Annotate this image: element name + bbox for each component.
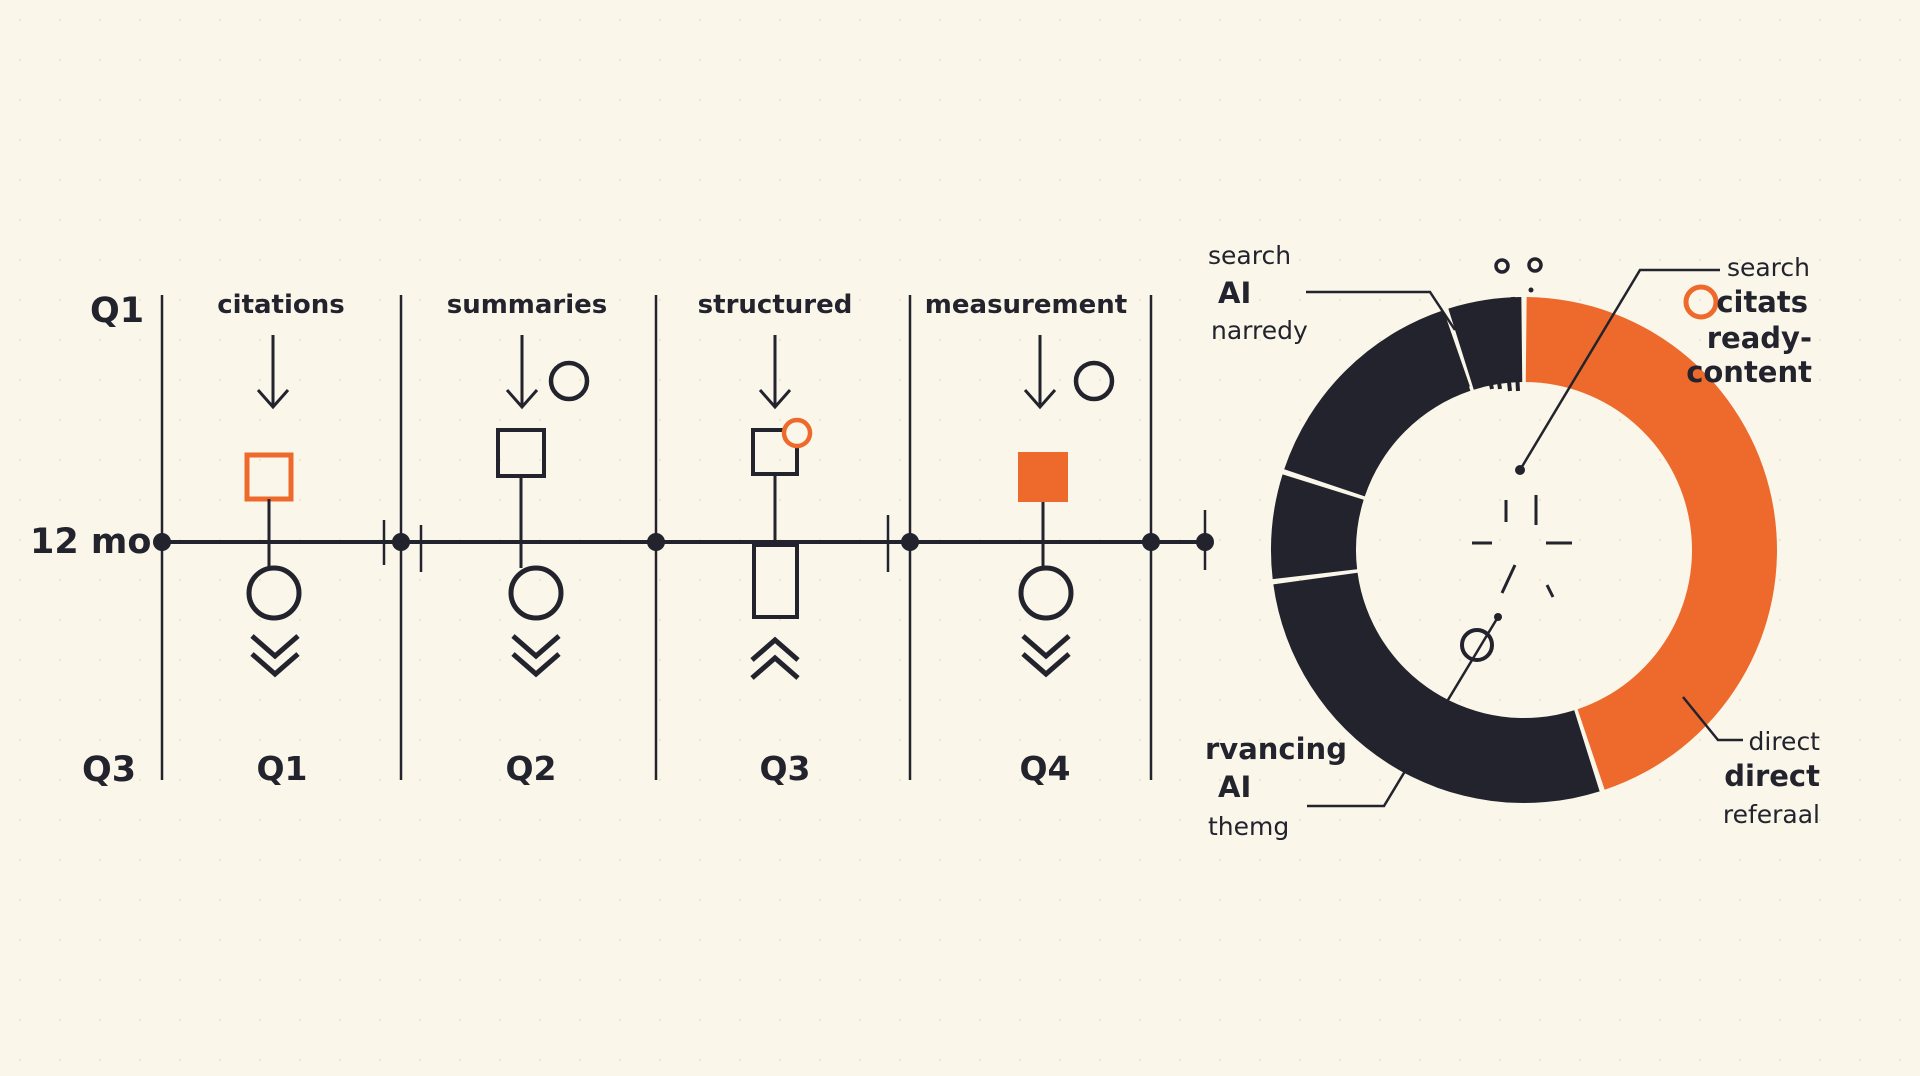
hatch-mark — [1456, 306, 1484, 388]
quarter-label: Q2 — [505, 749, 556, 788]
label-line: AI — [1218, 770, 1251, 804]
timeline-column-measurement: measurement Q4 — [925, 290, 1127, 788]
small-circle-icon — [1527, 257, 1543, 273]
donut-chart: search AI narredy search citats ready- c… — [1205, 241, 1820, 841]
center-marks — [1472, 495, 1572, 598]
label-line: themg — [1208, 812, 1289, 841]
row-label-top: Q1 — [90, 291, 144, 331]
donut-segments — [1271, 297, 1777, 803]
donut-label-bottom-right: direct direct referaal — [1723, 727, 1820, 829]
donut-label-top-left: search AI narredy — [1208, 241, 1308, 345]
hatch-marks — [1441, 296, 1520, 392]
leader-line — [1307, 616, 1500, 808]
small-circle-icon — [1494, 258, 1510, 274]
orange-ring-icon — [1683, 284, 1719, 320]
circle-node-icon — [508, 565, 564, 621]
donut-label-bottom-left: rvancing AI themg — [1205, 732, 1347, 841]
axis-ticks — [382, 510, 1207, 572]
hatch-mark — [1471, 302, 1494, 390]
circle-node-icon — [1018, 565, 1074, 621]
leader-line — [1518, 268, 1720, 471]
double-chevron-down-icon — [511, 634, 561, 678]
axis-node — [901, 533, 919, 551]
double-chevron-up-icon — [750, 636, 800, 680]
timeline: Q1 12 mo Q3 citations — [30, 290, 1214, 790]
axis-node — [1142, 533, 1160, 551]
timeline-column-summaries: summaries Q2 — [447, 290, 608, 788]
double-chevron-down-icon — [250, 634, 300, 678]
circle-node-icon — [246, 565, 302, 621]
quarter-label: Q4 — [1019, 749, 1070, 788]
donut-segment-1 — [1525, 297, 1777, 790]
column-title: citations — [217, 290, 345, 320]
double-chevron-down-icon — [1021, 634, 1071, 678]
leader-line — [1306, 290, 1457, 331]
label-line: citats — [1716, 285, 1808, 319]
quarter-label: Q3 — [759, 749, 810, 788]
column-title: measurement — [925, 290, 1127, 320]
timeline-column-structured: structured Q3 — [698, 290, 853, 788]
small-dot-icon — [1528, 287, 1534, 293]
down-arrow-icon — [505, 335, 539, 410]
label-line: direct — [1724, 759, 1820, 793]
side-circle-icon — [548, 360, 590, 402]
axis-node — [153, 533, 171, 551]
hatch-mark — [1498, 298, 1512, 392]
side-circle-icon — [1073, 360, 1115, 402]
donut-segment-4 — [1284, 310, 1471, 497]
orange-filled-square-marker — [1018, 452, 1068, 502]
label-line: narredy — [1211, 316, 1308, 345]
down-arrow-icon — [758, 335, 792, 410]
label-line: search — [1727, 253, 1810, 282]
column-title: summaries — [447, 290, 608, 320]
down-arrow-icon — [1023, 335, 1057, 410]
ring-marker-icon — [1460, 628, 1494, 662]
row-label-mid: 12 mo — [30, 522, 151, 562]
down-arrow-icon — [256, 335, 290, 410]
timeline-column-citations: citations Q1 — [217, 290, 345, 788]
axis-node — [647, 533, 665, 551]
column-title: structured — [698, 290, 853, 320]
leader-line — [1682, 696, 1743, 742]
row-label-bottom: Q3 — [82, 750, 136, 790]
axis-nodes — [153, 533, 1214, 551]
hatch-mark — [1511, 296, 1520, 392]
orange-dot-icon — [781, 417, 813, 449]
donut-label-top-right: search citats ready- content — [1683, 253, 1812, 389]
label-line: direct — [1749, 727, 1821, 756]
label-line: ready- — [1707, 321, 1812, 355]
label-line: rvancing — [1205, 732, 1347, 766]
label-line: content — [1686, 355, 1812, 389]
label-line: search — [1208, 241, 1291, 270]
hatch-mark — [1441, 314, 1470, 388]
donut-segment-2 — [1273, 572, 1600, 803]
leader-lines — [1306, 268, 1743, 808]
tall-rectangle-marker — [752, 543, 799, 619]
axis-node — [392, 533, 410, 551]
label-line: AI — [1218, 276, 1251, 310]
center-mark — [1545, 584, 1555, 598]
donut-segment-3 — [1271, 474, 1364, 580]
label-line: referaal — [1723, 800, 1820, 829]
quarter-label: Q1 — [256, 749, 307, 788]
hatch-mark — [1485, 300, 1502, 390]
center-mark — [1500, 564, 1517, 594]
